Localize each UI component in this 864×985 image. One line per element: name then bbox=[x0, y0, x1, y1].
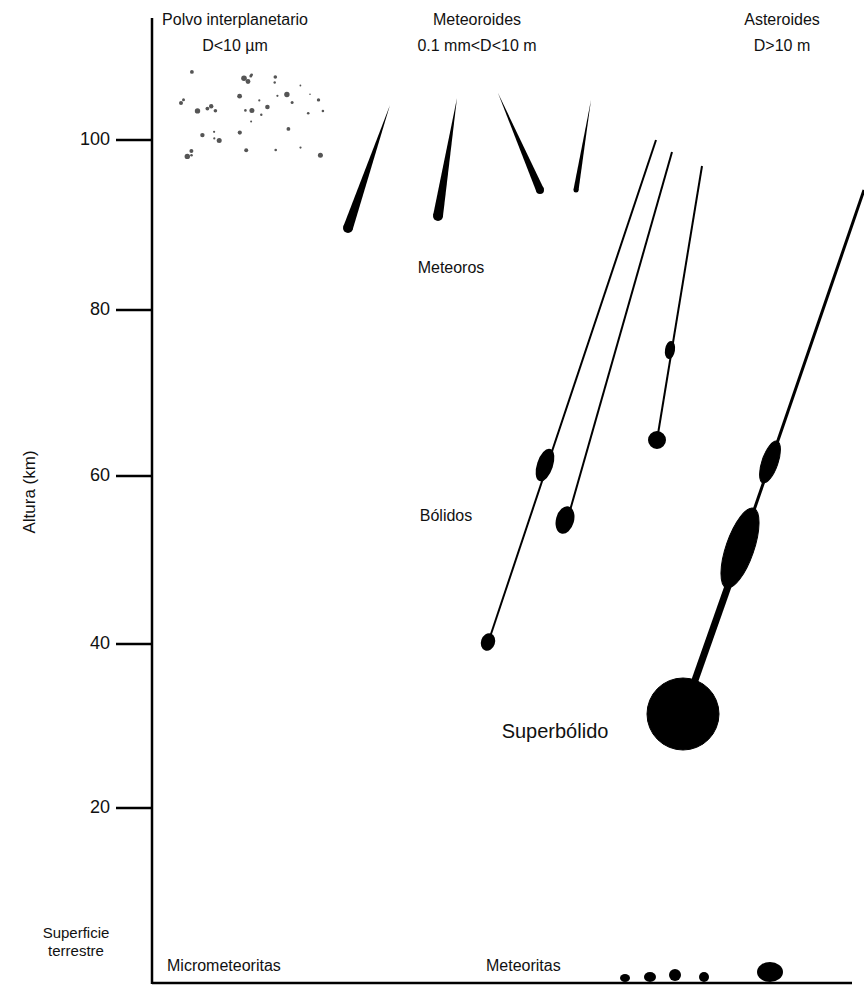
ground-label: Meteoritas bbox=[486, 956, 561, 975]
dust-particle bbox=[237, 94, 242, 99]
axis-tick-label: 20 bbox=[90, 797, 110, 819]
size-range: 0.1 mm<D<10 m bbox=[417, 36, 536, 55]
ground-label: Micrometeoritas bbox=[167, 956, 281, 975]
size-range: D>10 m bbox=[754, 36, 810, 55]
altitude-axis bbox=[151, 18, 154, 984]
dust-particle bbox=[195, 108, 200, 113]
dust-particle bbox=[299, 147, 301, 149]
dust-particle bbox=[244, 109, 247, 112]
phenomenon-label: Bólidos bbox=[420, 506, 472, 525]
dust-particle bbox=[244, 148, 248, 152]
dust-particle bbox=[274, 75, 278, 79]
dust-particle bbox=[209, 104, 213, 108]
dust-particle bbox=[190, 154, 193, 157]
dust-particle bbox=[291, 101, 294, 104]
axis-ticks bbox=[116, 140, 152, 808]
category-heading: Asteroides bbox=[744, 10, 820, 29]
bolide-trails bbox=[480, 140, 702, 651]
meteor-streaks bbox=[343, 93, 591, 233]
dust-particle bbox=[238, 131, 242, 135]
dust-particle bbox=[284, 92, 289, 97]
category-heading: Meteoroides bbox=[433, 10, 521, 29]
meteorite-fragments bbox=[620, 962, 783, 982]
dust-particle bbox=[287, 127, 291, 131]
dust-particle bbox=[274, 149, 277, 152]
dust-particle bbox=[182, 98, 185, 101]
dust-particle bbox=[322, 110, 325, 113]
axis-title: Altura (km) bbox=[20, 450, 40, 533]
ground-line bbox=[152, 982, 852, 985]
dust-particle bbox=[190, 70, 194, 74]
dust-particle bbox=[189, 149, 193, 153]
superbolide-trail bbox=[647, 190, 864, 750]
dust-particle bbox=[179, 101, 183, 105]
dust-particle bbox=[309, 94, 311, 96]
dust-particle bbox=[213, 131, 215, 133]
category-heading: Polvo interplanetario bbox=[162, 10, 308, 29]
dust-particle bbox=[214, 109, 218, 113]
dust-particle bbox=[185, 154, 190, 159]
dust-particle bbox=[274, 81, 276, 83]
axis-tick-label: 100 bbox=[80, 129, 110, 151]
axis-tick-label: 80 bbox=[90, 299, 110, 321]
dust-particle bbox=[250, 121, 252, 123]
dust-particle bbox=[206, 107, 210, 111]
dust-particle bbox=[246, 79, 251, 84]
size-range: D<10 µm bbox=[202, 36, 268, 55]
dust-particle bbox=[265, 105, 270, 110]
axis-tick-label: 60 bbox=[90, 465, 110, 487]
dust-particle bbox=[217, 138, 222, 143]
phenomenon-label: Meteoros bbox=[418, 258, 485, 277]
dust-particle bbox=[300, 85, 302, 87]
axis-tick-label: 40 bbox=[90, 633, 110, 655]
dust-particle bbox=[241, 75, 247, 81]
dust-particle bbox=[317, 98, 320, 101]
phenomenon-label: Superbólido bbox=[502, 719, 609, 743]
dust-particle bbox=[200, 133, 204, 137]
dust-particle bbox=[249, 74, 252, 77]
dust-particle bbox=[213, 137, 215, 139]
surface-label: Superficie terrestre bbox=[28, 924, 124, 960]
dust-particle bbox=[318, 153, 323, 158]
dust-particle bbox=[307, 112, 310, 115]
dust-particles bbox=[179, 70, 324, 159]
dust-particle bbox=[276, 95, 278, 97]
dust-particle bbox=[260, 114, 262, 116]
dust-particle bbox=[249, 108, 254, 113]
dust-particle bbox=[258, 99, 260, 101]
